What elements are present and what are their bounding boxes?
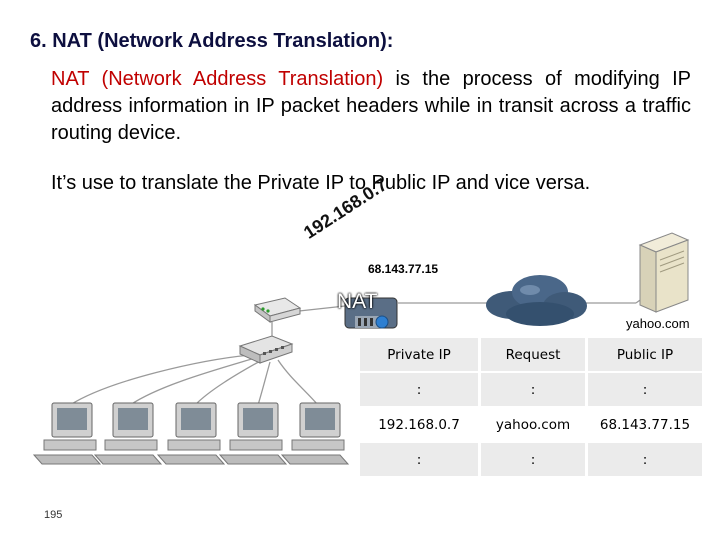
public-ip-label: 68.143.77.15 <box>368 262 438 276</box>
router-icon <box>255 298 300 322</box>
table-cell: : <box>360 373 481 408</box>
client-computers <box>34 403 348 464</box>
table-row: : : : <box>360 443 705 478</box>
computer-icon <box>34 403 100 464</box>
table-header: Public IP <box>588 338 705 373</box>
computer-icon <box>282 403 348 464</box>
table-cell: : <box>481 373 588 408</box>
table-header-row: Private IP Request Public IP <box>360 338 705 373</box>
table-cell: : <box>588 373 705 408</box>
table-header: Private IP <box>360 338 481 373</box>
computer-icon <box>95 403 161 464</box>
computer-icon <box>220 403 286 464</box>
switch-icon <box>240 336 292 363</box>
table-cell: : <box>360 443 481 478</box>
internet-cloud-icon <box>486 275 587 326</box>
nat-label: NAT <box>337 290 377 314</box>
table-cell: : <box>588 443 705 478</box>
server-icon <box>640 233 688 312</box>
server-label: yahoo.com <box>626 316 690 331</box>
table-row: : : : <box>360 373 705 408</box>
table-header: Request <box>481 338 588 373</box>
table-cell: 192.168.0.7 <box>360 408 481 443</box>
page-number: 195 <box>44 509 62 521</box>
computer-icon <box>158 403 224 464</box>
table-cell: 68.143.77.15 <box>588 408 705 443</box>
table-row: 192.168.0.7 yahoo.com 68.143.77.15 <box>360 408 705 443</box>
nat-translation-table: Private IP Request Public IP : : : 192.1… <box>360 338 705 478</box>
table-cell: yahoo.com <box>481 408 588 443</box>
table-cell: : <box>481 443 588 478</box>
